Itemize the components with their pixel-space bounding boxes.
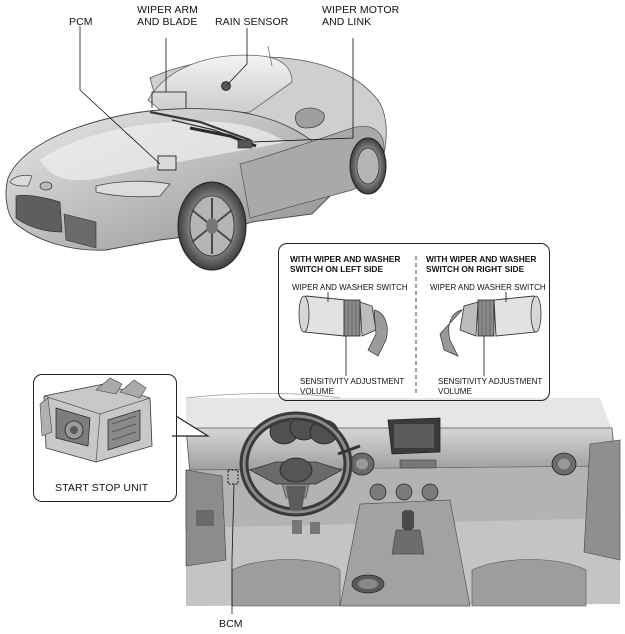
rain-sensor-label: RAIN SENSOR [215,16,289,28]
bcm-label: BCM [219,618,243,630]
inset-leader-lines [327,292,507,376]
start-stop-unit-label: START STOP UNIT [55,482,149,494]
right-switch-illustration [439,295,542,357]
pcm-label: PCM [69,16,93,28]
left-volume-label: SENSITIVITY ADJUSTMENT VOLUME [300,377,405,396]
interior-illustration [185,393,621,607]
switch-inset-box [278,243,550,401]
left-switch-illustration [298,295,388,357]
start-stop-pointer [172,415,211,437]
right-switch-label: WIPER AND WASHER SWITCH [430,283,546,292]
car-leader-lines [79,26,354,165]
wiper-motor-link-label: WIPER MOTOR AND LINK [322,4,400,28]
car-illustration [5,45,387,271]
left-side-title: WITH WIPER AND WASHER SWITCH ON LEFT SID… [290,254,401,274]
right-volume-label: SENSITIVITY ADJUSTMENT VOLUME [438,377,543,396]
start-stop-unit-illustration [39,377,153,463]
start-stop-unit-box [33,374,177,502]
bcm-leader-line [231,483,235,614]
left-switch-label: WIPER AND WASHER SWITCH [292,283,408,292]
right-side-title: WITH WIPER AND WASHER SWITCH ON RIGHT SI… [426,254,537,274]
wiper-arm-blade-label: WIPER ARM AND BLADE [137,4,198,28]
